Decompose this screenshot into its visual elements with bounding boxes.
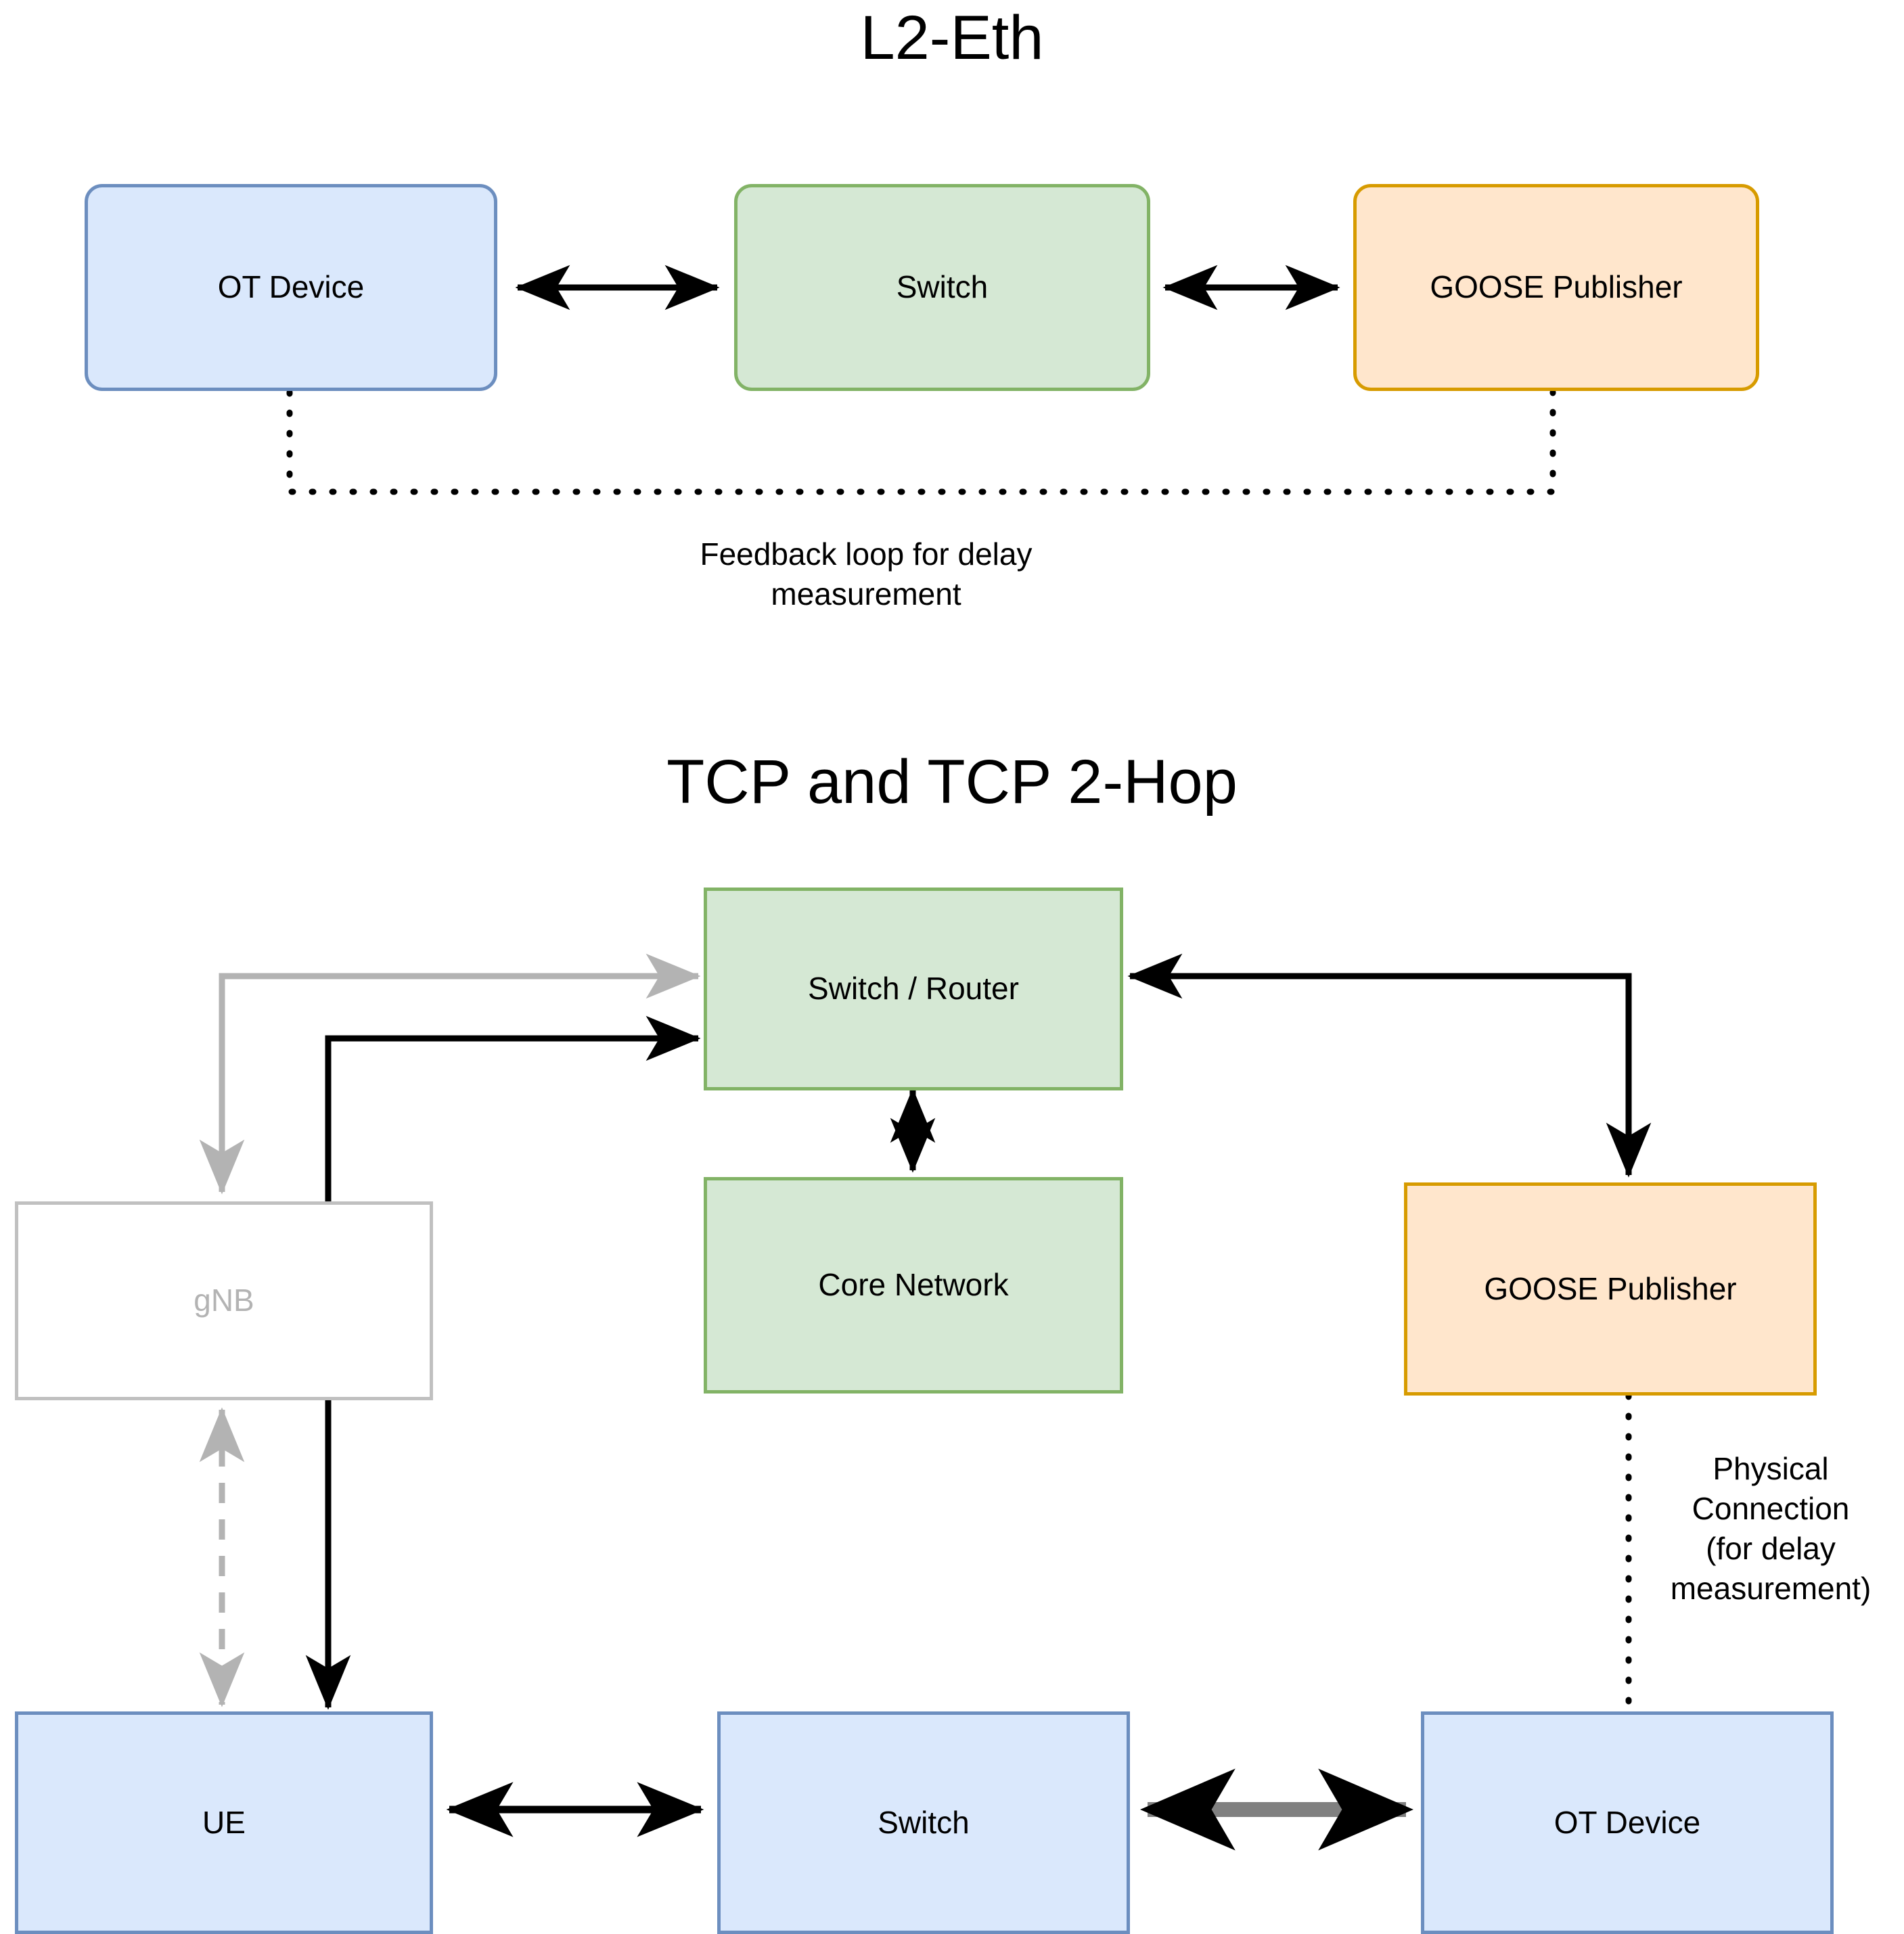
node-label: GOOSE Publisher: [1430, 269, 1683, 305]
connector-gnb-switchrouter-gray: [199, 953, 701, 1195]
feedback-label-line-2: measurement: [771, 576, 961, 612]
edge-label-feedback-loop: Feedback loop for delay measurement: [528, 534, 1204, 614]
node-label: UE: [202, 1804, 246, 1840]
node-tcp-ot-device[interactable]: OT Device: [1421, 1711, 1834, 1934]
node-label: Switch: [878, 1804, 970, 1840]
feedback-label-line-1: Feedback loop for delay: [700, 536, 1033, 572]
node-tcp-ue[interactable]: UE: [15, 1711, 433, 1934]
node-tcp-switch[interactable]: Switch: [717, 1711, 1130, 1934]
node-tcp-core-network[interactable]: Core Network: [704, 1177, 1123, 1394]
node-label: Switch / Router: [808, 971, 1019, 1007]
connector-feedback-loop: [286, 389, 1556, 495]
diagram-title-tcp: TCP and TCP 2-Hop: [666, 747, 1238, 816]
node-label: OT Device: [1554, 1804, 1701, 1840]
physical-label-line-3: (for delay: [1706, 1530, 1836, 1566]
physical-label-line-4: measurement): [1670, 1570, 1872, 1606]
edge-label-physical-connection: Physical Connection (for delay measureme…: [1637, 1449, 1904, 1609]
node-label: GOOSE Publisher: [1484, 1270, 1737, 1306]
diagram-title-l2eth: L2-Eth: [860, 3, 1044, 72]
node-label: gNB: [194, 1283, 254, 1318]
node-tcp-goose-publisher[interactable]: GOOSE Publisher: [1404, 1182, 1817, 1396]
node-l2-ot-device[interactable]: OT Device: [85, 184, 497, 391]
node-l2-switch[interactable]: Switch: [734, 184, 1150, 391]
node-label: OT Device: [217, 269, 365, 305]
node-label: Switch: [896, 269, 989, 305]
physical-label-line-1: Physical: [1713, 1451, 1829, 1486]
node-tcp-gnb[interactable]: gNB: [15, 1201, 433, 1400]
connector-switchrouter-goose: [1127, 953, 1652, 1178]
node-label: Core Network: [818, 1267, 1009, 1303]
physical-label-line-2: Connection: [1692, 1490, 1850, 1526]
node-l2-goose-publisher[interactable]: GOOSE Publisher: [1353, 184, 1759, 391]
node-tcp-switch-router[interactable]: Switch / Router: [704, 888, 1123, 1090]
